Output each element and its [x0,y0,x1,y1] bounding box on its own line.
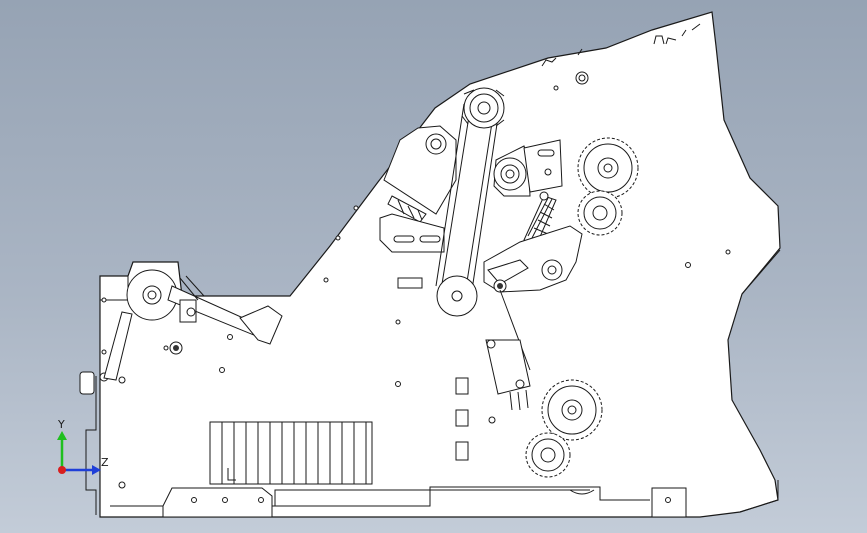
hole [258,497,264,503]
mounting-holes [323,71,731,424]
right-trim [739,249,781,513]
hole [163,345,169,351]
gear-top-small [577,190,623,236]
hole [665,497,671,503]
hole [227,334,233,340]
cam-plate [483,225,583,371]
idler-assembly [493,139,563,197]
axis-triad: Y Z [57,418,109,475]
rivet-core [173,345,179,351]
top-notches [541,23,701,67]
hole [101,349,107,355]
z-axis-arrowhead [92,465,101,475]
hole [118,481,126,489]
upper-guide-bracket [383,125,457,223]
left-knob [79,371,95,395]
bottom-cutout [569,489,595,495]
hole [101,297,107,303]
side-plate [99,11,781,518]
connectors [397,277,469,461]
gear-top-large [577,137,639,199]
gear-bottom-small [525,432,571,478]
bottom-bracket-left [162,487,273,518]
hole [191,497,197,503]
z-axis-label: Z [101,456,109,469]
slot-bracket [379,213,445,253]
vent-slots [209,421,373,485]
left-rail [85,376,97,515]
hole [219,367,225,373]
gear-bottom-large [541,379,603,441]
microswitch [485,339,531,411]
y-axis-label: Y [57,418,65,431]
plate-inner-edges [100,276,650,507]
y-axis-arrowhead [57,431,67,440]
x-axis-origin [58,466,66,474]
left-lever-assembly [103,269,283,381]
hole [118,376,126,384]
belt-drive [435,87,505,317]
hole [222,497,228,503]
